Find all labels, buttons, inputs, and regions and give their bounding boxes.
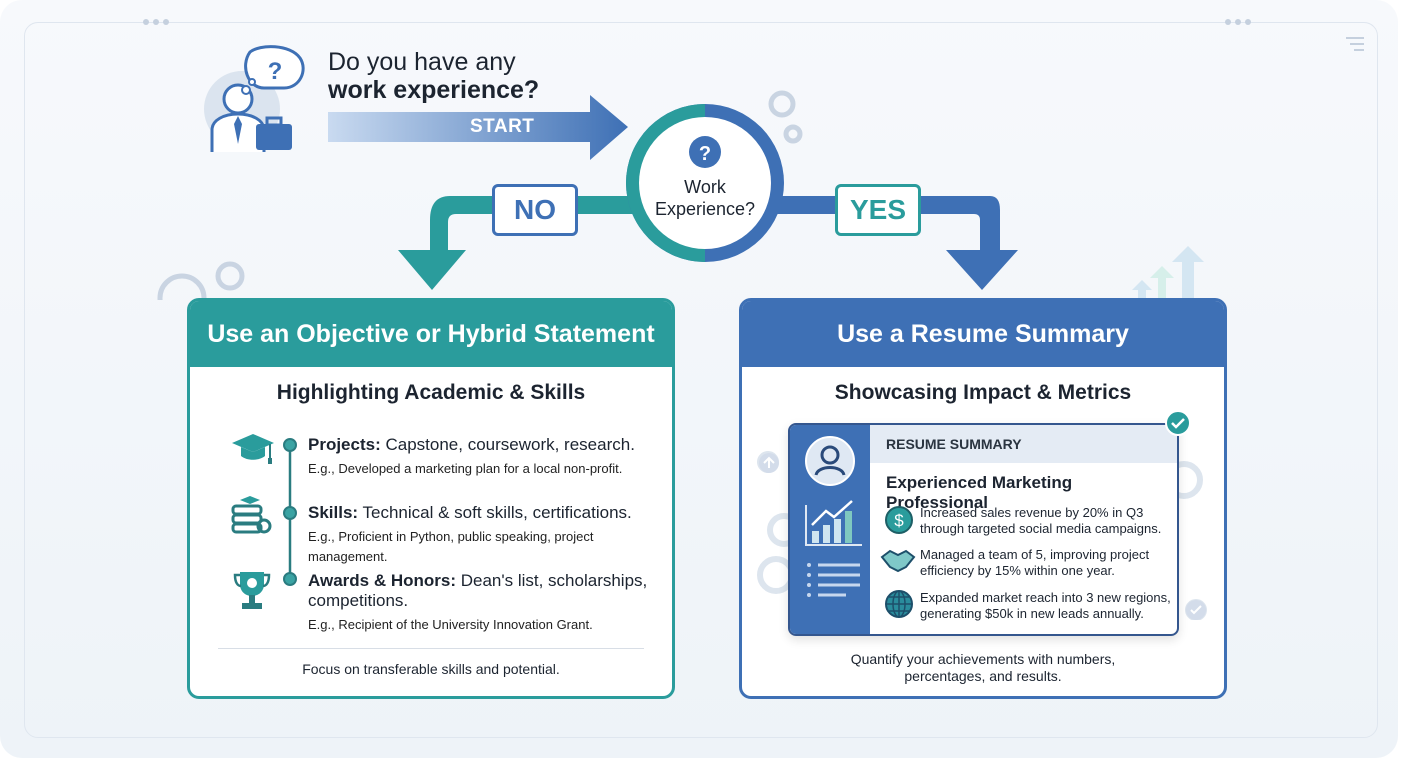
objective-card: Use an Objective or Hybrid Statement Hig… (187, 298, 675, 699)
objective-card-footer: Focus on transferable skills and potenti… (302, 661, 560, 677)
start-label: START (470, 116, 535, 137)
check-badge-icon (1165, 410, 1191, 436)
resume-summary-card: RESUME SUMMARY Experienced Marketing Pro… (788, 423, 1179, 636)
summary-card-subtitle: Showcasing Impact & Metrics (834, 381, 1132, 404)
handshake-icon (880, 549, 916, 573)
item-label: Awards & Honors: (308, 571, 456, 590)
inner-border (24, 22, 1378, 738)
item-label: Projects: (308, 435, 381, 454)
summary-card-title: Use a Resume Summary (742, 301, 1224, 367)
item-text: Technical & soft skills, certifications. (358, 503, 632, 522)
no-arrow (398, 196, 640, 290)
yes-badge: YES (835, 184, 921, 236)
summary-card-footer: Quantify your achievements with numbers,… (742, 651, 1224, 685)
yes-arrow (770, 196, 1018, 290)
resume-band: RESUME SUMMARY (870, 425, 1177, 463)
resume-headline: Experienced Marketing Professional (886, 473, 1073, 512)
arrow-up-circle-icon (759, 453, 779, 473)
divider (218, 648, 644, 649)
resume-point: Increased sales revenue by 20% in Q3 thr… (920, 505, 1162, 536)
svg-text:?: ? (699, 143, 711, 165)
objective-card-title: Use an Objective or Hybrid Statement (190, 301, 672, 367)
menu-lines-decoration (1346, 37, 1364, 51)
no-badge: NO (492, 184, 578, 236)
check-circle-icon (1186, 600, 1206, 620)
item-text: Dean's list, scholarships, competitions. (308, 571, 648, 610)
resume-sidebar-icons (805, 436, 862, 597)
start-arrow (328, 95, 628, 160)
dots-decoration (1225, 19, 1251, 25)
objective-card-subtitle: Highlighting Academic & Skills (276, 381, 586, 404)
decision-label: Work Experience? (654, 177, 756, 219)
objective-item-skills: Skills: Technical & soft skills, certifi… (308, 503, 672, 567)
books-gear-icon (231, 496, 272, 534)
resume-sidebar (790, 425, 870, 634)
resume-point: Managed a team of 5, improving project e… (920, 547, 1150, 578)
svg-text:$: $ (894, 511, 904, 530)
item-example: E.g., Recipient of the University Innova… (308, 617, 593, 632)
item-text: Capstone, coursework, research. (380, 435, 635, 454)
flow-arrows: ? (157, 90, 1204, 300)
svg-text:?: ? (268, 58, 283, 85)
question-line-2: work experience? (328, 76, 540, 104)
item-example: E.g., Developed a marketing plan for a l… (308, 461, 623, 476)
trophy-icon (233, 572, 271, 609)
dollar-icon: $ (885, 506, 913, 534)
item-example: E.g., Proficient in Python, public speak… (308, 529, 594, 564)
footer-line-2: percentages, and results. (904, 668, 1062, 684)
objective-item-awards: Awards & Honors: Dean's list, scholarshi… (308, 571, 648, 635)
objective-item-projects: Projects: Capstone, coursework, research… (308, 435, 635, 479)
footer-line-1: Quantify your achievements with numbers, (850, 651, 1116, 667)
timeline (283, 438, 297, 586)
person-thinking-icon: ? (204, 45, 305, 152)
dots-decoration (143, 19, 169, 25)
item-label: Skills: (308, 503, 359, 522)
question-line-1: Do you have any (328, 48, 516, 76)
graduation-cap-icon (232, 434, 274, 464)
globe-icon (885, 590, 913, 618)
resume-point: Expanded market reach into 3 new regions… (920, 590, 1171, 621)
